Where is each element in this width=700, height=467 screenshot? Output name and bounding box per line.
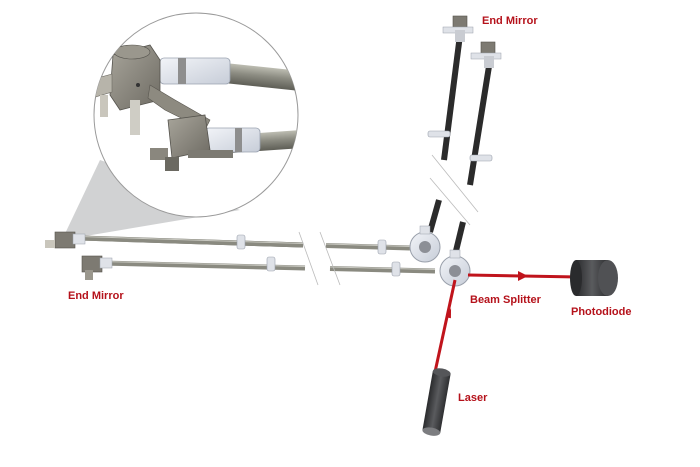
vertical-arm-left <box>427 34 463 233</box>
laser-icon <box>422 368 451 436</box>
end-mirror-left-mounts <box>45 231 113 280</box>
beam-splitter-label: Beam Splitter <box>470 294 541 306</box>
vertical-arm-clamps <box>427 130 493 162</box>
arm-break-mark-horizontal <box>298 231 341 286</box>
arm-break-mark-vertical <box>429 154 479 226</box>
detail-callout <box>93 12 299 218</box>
laser-label: Laser <box>458 392 488 404</box>
end-mirror-top-mounts <box>442 15 502 68</box>
horizontal-arm-upper <box>79 235 411 251</box>
end-mirror-left-label: End Mirror <box>68 290 124 302</box>
beam-splitter-assembly <box>409 225 471 287</box>
photodiode-icon <box>570 260 618 296</box>
photodiode-label: Photodiode <box>571 306 632 318</box>
vertical-arm-right <box>452 59 493 256</box>
arm-clamps <box>236 234 401 277</box>
laser-beam-path <box>433 271 579 373</box>
end-mirror-top-label: End Mirror <box>482 15 538 27</box>
